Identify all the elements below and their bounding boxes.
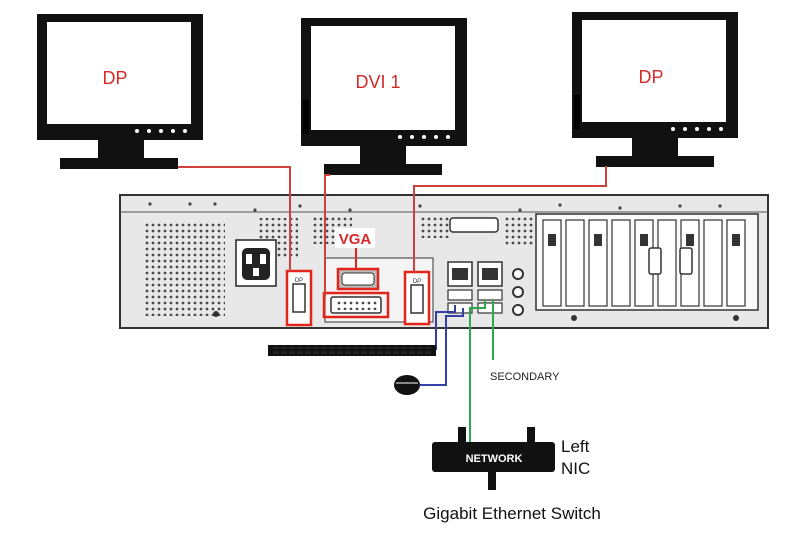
pc-chassis <box>119 194 769 329</box>
switch-label: NETWORK <box>466 453 523 465</box>
left-nic-label-line1: Left <box>561 437 590 456</box>
network-switch-icon <box>432 427 555 490</box>
monitor-right <box>572 12 738 167</box>
ethernet-port-right <box>477 261 503 314</box>
mouse-icon <box>394 375 420 395</box>
secondary-label: SECONDARY <box>490 371 560 383</box>
keyboard-icon <box>268 345 436 356</box>
dp-port-right <box>403 270 431 326</box>
vga-label-box <box>335 228 375 248</box>
dp-port-left-text: DP <box>295 278 303 284</box>
dp-port-left <box>285 269 313 327</box>
video-cables <box>178 166 607 297</box>
monitor-right-label: DP <box>638 67 663 87</box>
nic-cables <box>469 300 494 455</box>
monitor-left-label: DP <box>102 68 127 88</box>
monitor-center-label: DVI 1 <box>355 72 400 92</box>
monitor-left <box>37 14 203 169</box>
vga-port <box>336 267 380 291</box>
switch-caption: Gigabit Ethernet Switch <box>423 504 601 523</box>
dp-port-right-text: DP <box>413 279 421 285</box>
dvi-port <box>322 291 390 319</box>
vga-label: VGA <box>339 231 372 248</box>
ethernet-port-left <box>447 261 473 314</box>
monitor-center <box>301 18 467 175</box>
usb-cables <box>420 305 464 386</box>
left-nic-label-line2: NIC <box>561 459 590 478</box>
